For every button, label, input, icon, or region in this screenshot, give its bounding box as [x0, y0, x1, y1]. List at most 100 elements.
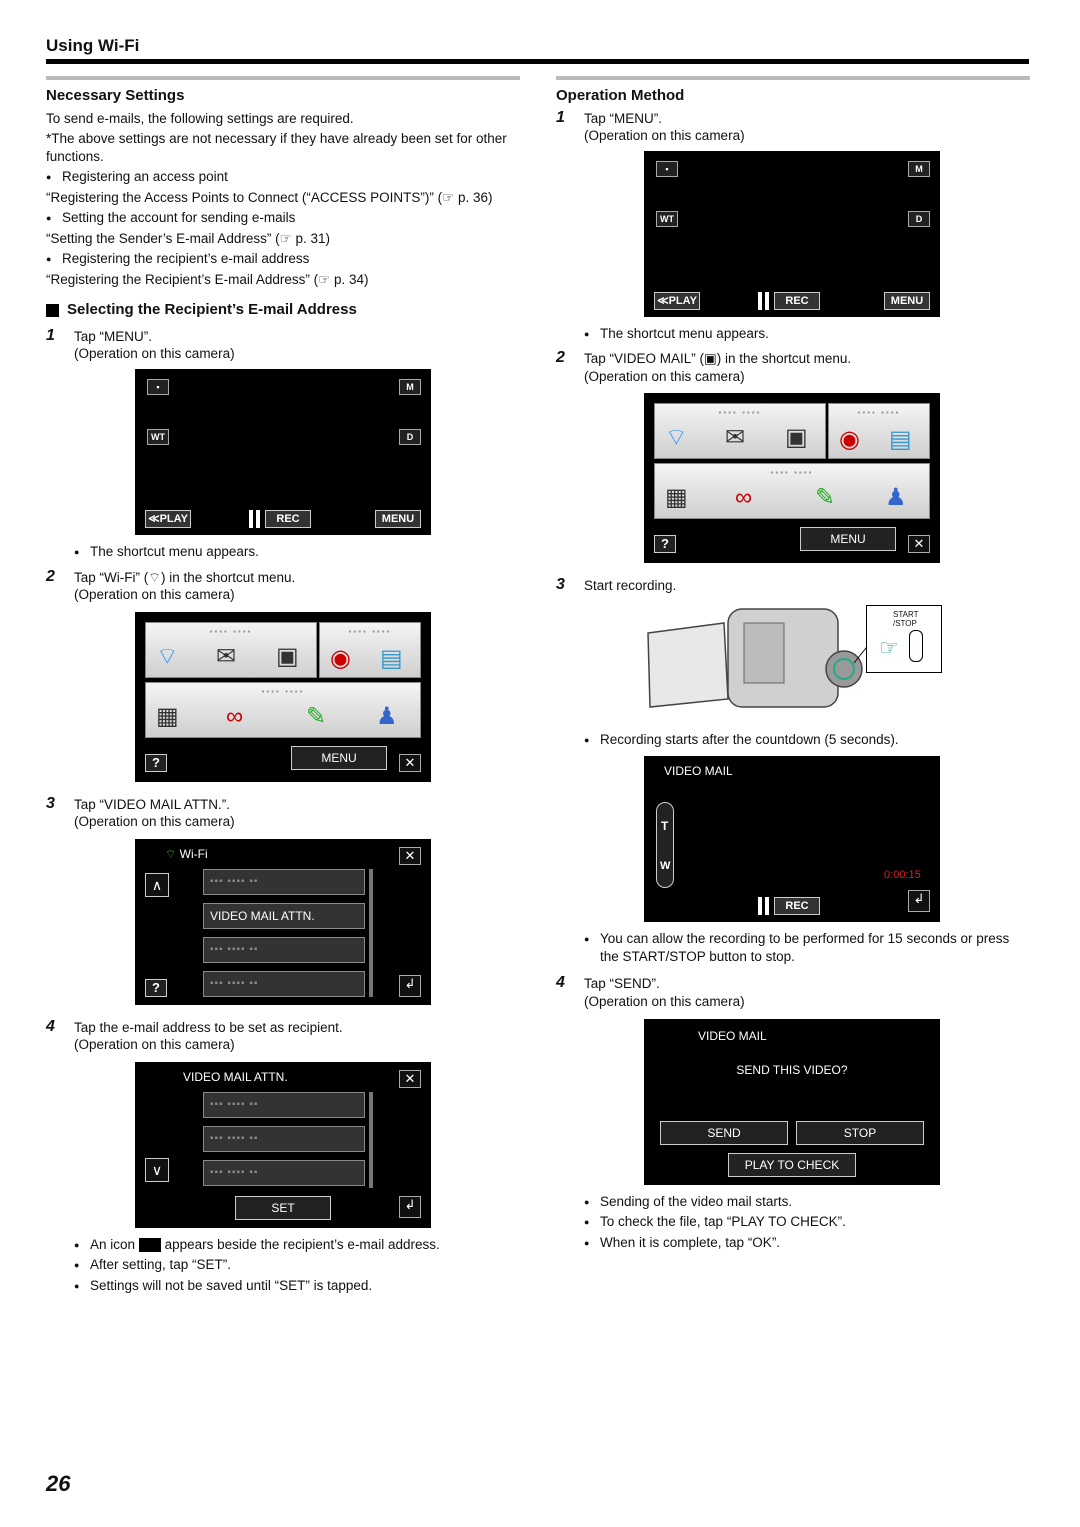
- zoom-w-label: W: [660, 860, 671, 873]
- glasses-icon: ∞: [226, 702, 244, 730]
- rec-button[interactable]: REC: [265, 510, 311, 529]
- attn-list-screen: VIDEO MAIL ATTN. ✕ ▪▪▪ ▪▪▪▪ ▪▪ ▪▪▪ ▪▪▪▪ …: [135, 1061, 431, 1228]
- name-icon: ▤: [889, 426, 912, 454]
- help-button[interactable]: ?: [654, 535, 676, 554]
- section-bar: [46, 76, 520, 80]
- scroll-up-button[interactable]: ∧: [145, 872, 169, 897]
- back-button[interactable]: ↲: [399, 974, 421, 997]
- help-button[interactable]: ?: [145, 978, 167, 997]
- list-item[interactable]: ▪▪▪ ▪▪▪▪ ▪▪: [203, 970, 365, 997]
- step-text: Tap “MENU”.: [584, 110, 663, 126]
- tile-label: ▪▪▪▪ ▪▪▪▪: [770, 468, 814, 478]
- step-sub: (Operation on this camera): [584, 368, 745, 384]
- video-mail-icon: ✉: [725, 424, 746, 452]
- tile-label: ▪▪▪▪ ▪▪▪▪: [857, 408, 901, 418]
- camera-mode-icon[interactable]: ▪: [147, 379, 169, 396]
- menu-button[interactable]: MENU: [800, 527, 896, 552]
- left-step-2: 2 Tap “Wi-Fi” (⌔) in the shortcut menu. …: [46, 567, 520, 604]
- stamp-icon: ♟: [885, 484, 907, 512]
- bullet-access-point: Registering an access point: [46, 168, 520, 186]
- help-button[interactable]: ?: [145, 753, 167, 772]
- send-screen: VIDEO MAIL SEND THIS VIDEO? SEND STOP PL…: [644, 1018, 940, 1185]
- scroll-down-button[interactable]: ∨: [145, 1157, 169, 1182]
- wifi-tile[interactable]: ▪▪▪▪ ▪▪▪▪ ⌔ ✉ ▣: [145, 621, 317, 678]
- menu-button[interactable]: MENU: [291, 745, 387, 770]
- ref-access-points[interactable]: “Registering the Access Points to Connec…: [46, 189, 493, 205]
- back-button[interactable]: ↲: [399, 1195, 421, 1218]
- left-column: Necessary Settings To send e-mails, the …: [46, 76, 520, 1297]
- list-item[interactable]: ▪▪▪ ▪▪▪▪ ▪▪: [203, 868, 365, 895]
- rec-button[interactable]: REC: [774, 897, 820, 916]
- bullet-account: Setting the account for sending e-mails: [46, 209, 520, 227]
- zoom-bar[interactable]: T W: [656, 802, 674, 889]
- section-bar: [556, 76, 1030, 80]
- note-icon-appears: An icon appears beside the recipient’s e…: [74, 1236, 520, 1254]
- pause-icon: [758, 291, 770, 310]
- menu-button[interactable]: MENU: [884, 291, 930, 310]
- rec-settings-tile[interactable]: ▪▪▪▪ ▪▪▪▪ ◉ ▤: [319, 621, 421, 678]
- play-to-check-button[interactable]: PLAY TO CHECK: [728, 1152, 856, 1177]
- close-button[interactable]: ✕: [399, 753, 421, 772]
- wt-button[interactable]: WT: [147, 429, 169, 446]
- wifi-tile[interactable]: ▪▪▪▪ ▪▪▪▪ ⌔ ✉ ▣: [654, 403, 826, 460]
- d-button[interactable]: D: [399, 429, 421, 446]
- close-button[interactable]: ✕: [399, 846, 421, 865]
- rec-settings-tile[interactable]: ▪▪▪▪ ▪▪▪▪ ◉ ▤: [828, 403, 930, 460]
- list-item[interactable]: ▪▪▪ ▪▪▪▪ ▪▪: [203, 936, 365, 963]
- start-stop-callout: START /STOP ☞: [866, 604, 942, 673]
- d-button[interactable]: D: [908, 210, 930, 227]
- rec-screen: ▪ M WT D ≪PLAY REC MENU: [135, 369, 431, 536]
- step-text: Start recording.: [584, 578, 677, 594]
- effects-tile[interactable]: ▪▪▪▪ ▪▪▪▪ ▦ ∞ ✎ ♟: [145, 681, 421, 738]
- wt-button[interactable]: WT: [656, 210, 678, 227]
- close-button[interactable]: ✕: [908, 535, 930, 554]
- right-step-3: 3 Start recording.: [556, 576, 1030, 595]
- video-mail-attn-item[interactable]: VIDEO MAIL ATTN.: [203, 902, 365, 929]
- step-sub: (Operation on this camera): [584, 993, 745, 1009]
- step-sub: (Operation on this camera): [74, 814, 235, 830]
- ref-sender-address[interactable]: “Setting the Sender’s E-mail Address” (☞…: [46, 230, 330, 246]
- step-sub: (Operation on this camera): [74, 1037, 235, 1053]
- camcorder-icon: [647, 608, 871, 708]
- scrollbar[interactable]: [369, 868, 373, 997]
- mode-m-button[interactable]: M: [908, 160, 930, 177]
- note-15-seconds: You can allow the recording to be perfor…: [584, 930, 1030, 965]
- step-text-a: Tap “VIDEO MAIL” (: [584, 351, 705, 367]
- clapper-icon: ▦: [665, 484, 688, 512]
- rec-button[interactable]: REC: [774, 291, 820, 310]
- stop-button[interactable]: STOP: [796, 1120, 924, 1145]
- play-button[interactable]: ≪PLAY: [654, 291, 700, 310]
- bullet-recipient: Registering the recipient’s e-mail addre…: [46, 250, 520, 268]
- page-title: Using Wi-Fi: [46, 36, 140, 55]
- mode-m-button[interactable]: M: [399, 379, 421, 396]
- menu-button[interactable]: MENU: [375, 510, 421, 529]
- shortcut-screen: ▪▪▪▪ ▪▪▪▪ ⌔ ✉ ▣ ▪▪▪▪ ▪▪▪▪ ◉ ▤ ▪▪▪▪ ▪▪▪▪ …: [644, 393, 940, 564]
- play-button[interactable]: ≪PLAY: [145, 510, 191, 529]
- effects-tile[interactable]: ▪▪▪▪ ▪▪▪▪ ▦ ∞ ✎ ♟: [654, 463, 930, 520]
- intro-note: *The above settings are not necessary if…: [46, 131, 507, 164]
- ref-recipient-address[interactable]: “Registering the Recipient’s E-mail Addr…: [46, 271, 369, 287]
- square-icon: [46, 303, 59, 317]
- list-item[interactable]: ▪▪▪ ▪▪▪▪ ▪▪: [203, 1159, 365, 1186]
- scrollbar[interactable]: [369, 1091, 373, 1188]
- wifi-title: ⌔ Wi-Fi: [165, 847, 208, 863]
- step-number: 2: [46, 567, 55, 585]
- right-step-2: 2 Tap “VIDEO MAIL” (▣) in the shortcut m…: [556, 349, 1030, 385]
- zoom-t-label: T: [661, 819, 669, 834]
- glasses-icon: ∞: [735, 484, 753, 512]
- note-sending-starts: Sending of the video mail starts.: [584, 1193, 1030, 1211]
- note-text-b: appears beside the recipient’s e-mail ad…: [164, 1236, 440, 1252]
- record-icon: ◉: [330, 644, 351, 672]
- section-title: Operation Method: [556, 87, 685, 104]
- list-item[interactable]: ▪▪▪ ▪▪▪▪ ▪▪: [203, 1125, 365, 1152]
- step-text: Tap the e-mail address to be set as reci…: [74, 1019, 343, 1035]
- camera-mode-icon[interactable]: ▪: [656, 160, 678, 177]
- video-mail-screen: VIDEO MAIL T W 0:00:15 REC ↲: [644, 756, 940, 923]
- step-text: Tap “Wi-Fi” (⌔) in the shortcut menu.: [74, 569, 520, 587]
- close-button[interactable]: ✕: [399, 1069, 421, 1088]
- note-tap-set: After setting, tap “SET”.: [74, 1256, 520, 1274]
- send-button[interactable]: SEND: [660, 1120, 788, 1145]
- list-item[interactable]: ▪▪▪ ▪▪▪▪ ▪▪: [203, 1091, 365, 1118]
- set-button[interactable]: SET: [235, 1195, 331, 1220]
- back-button[interactable]: ↲: [908, 890, 930, 913]
